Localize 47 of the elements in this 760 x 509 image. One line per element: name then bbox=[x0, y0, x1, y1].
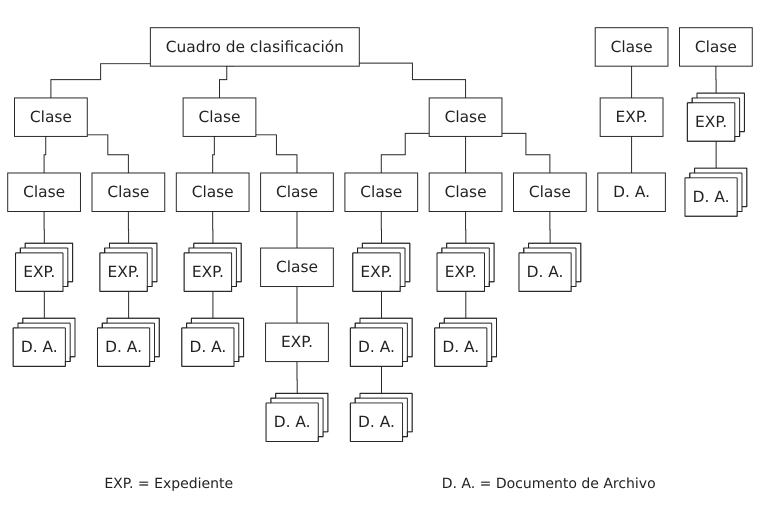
connector bbox=[296, 362, 298, 395]
connector bbox=[44, 136, 48, 174]
connector bbox=[716, 142, 717, 170]
node-box: Clase bbox=[14, 98, 88, 138]
connector bbox=[381, 292, 382, 320]
node-box: Clase bbox=[7, 172, 81, 212]
connector bbox=[501, 133, 550, 174]
connector bbox=[631, 136, 632, 174]
connector bbox=[549, 211, 551, 245]
connector bbox=[86, 134, 129, 174]
node-box: Clase bbox=[513, 172, 587, 212]
legend-note: EXP. = Expediente bbox=[104, 476, 234, 492]
node-box: Clase bbox=[679, 28, 753, 68]
connector bbox=[715, 66, 717, 94]
node-box: D. A. bbox=[597, 172, 666, 212]
connector bbox=[44, 211, 46, 245]
node-box: Cuadro de clasificación bbox=[150, 28, 360, 68]
connector bbox=[358, 63, 466, 99]
connector bbox=[380, 211, 382, 245]
connector bbox=[465, 211, 467, 245]
connector bbox=[631, 66, 632, 99]
node-box: EXP. bbox=[265, 323, 329, 362]
node-box: Clase bbox=[428, 172, 502, 212]
connector bbox=[255, 134, 298, 174]
connector bbox=[50, 64, 151, 99]
connector bbox=[380, 133, 430, 174]
connector bbox=[465, 136, 466, 174]
connector bbox=[296, 286, 298, 324]
node-box: Clase bbox=[260, 248, 334, 288]
node-box: Clase bbox=[176, 172, 250, 212]
node-box: Clase bbox=[594, 28, 668, 68]
node-box: Clase bbox=[182, 98, 256, 138]
connector bbox=[212, 136, 216, 174]
node-box: EXP. bbox=[600, 98, 664, 138]
connector bbox=[212, 211, 214, 245]
connector bbox=[212, 292, 214, 320]
connector bbox=[465, 292, 467, 320]
node-box: Clase bbox=[92, 172, 166, 212]
node-box: Clase bbox=[344, 172, 418, 212]
connector bbox=[44, 292, 46, 320]
node-box: Clase bbox=[260, 172, 334, 212]
legend-note: D. A. = Documento de Archivo bbox=[442, 476, 656, 492]
connector bbox=[381, 366, 382, 395]
connector bbox=[296, 211, 298, 249]
connector bbox=[128, 292, 130, 320]
connector bbox=[128, 211, 130, 245]
node-box: Clase bbox=[428, 98, 502, 138]
